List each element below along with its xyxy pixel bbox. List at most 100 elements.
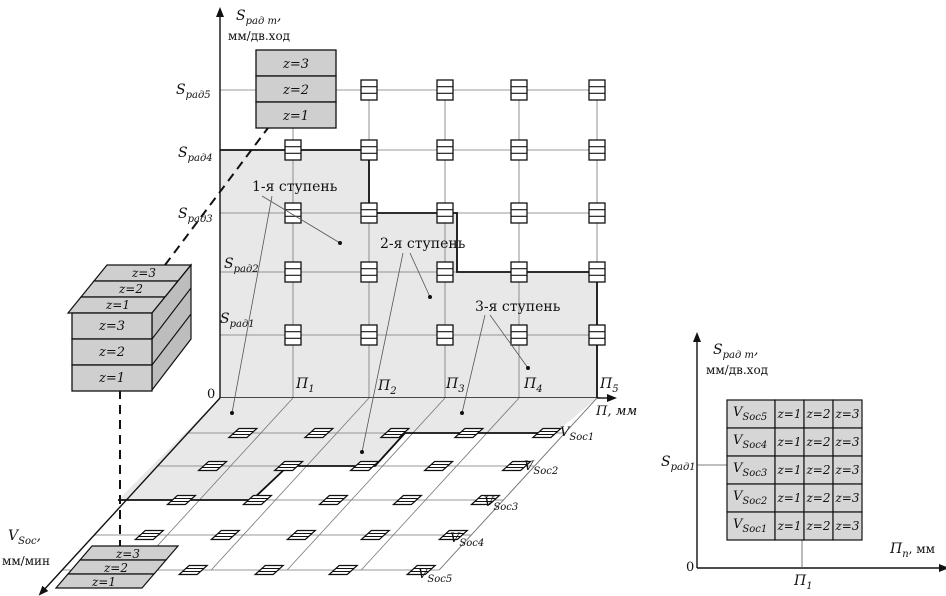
stack-left-cell: z=2 [98, 345, 125, 360]
inset-cell: z=2 [805, 435, 830, 449]
stage-boundary-floor [118, 432, 555, 501]
z-cell-icon [436, 79, 454, 101]
floor-cell-icon [359, 529, 391, 541]
floor-cell-icon [165, 494, 197, 506]
inset-cell: z=2 [805, 491, 830, 505]
floor-cell-icon [197, 460, 229, 472]
stack-bottom-cell: z=1 [91, 575, 116, 589]
inset-cell: z=2 [805, 519, 830, 533]
floor-cell-icon [241, 494, 273, 506]
floor-cell-icon [531, 427, 563, 439]
stack-left-cell: z=1 [105, 298, 130, 312]
stage-label-1: 1-я ступень [252, 179, 338, 195]
x-level-label: П5 [599, 376, 619, 395]
y-level-label: Sрад2 [224, 256, 259, 275]
z-cell-icon [588, 324, 606, 346]
floor-cell-icon [209, 529, 241, 541]
z-cell-icon [510, 79, 528, 101]
inset-cell: z=3 [834, 491, 859, 505]
stack-left-cell: z=2 [118, 282, 143, 296]
stack-top-cell: z=1 [282, 109, 309, 124]
z-cell-icon [510, 139, 528, 161]
z-cell-icon [436, 261, 454, 283]
z-cell-icon [588, 79, 606, 101]
leader-lines [230, 195, 530, 454]
floor-cell-icon [453, 427, 485, 439]
depth-level-label: VSoc3 [484, 495, 518, 513]
inset-row-label: VSoc4 [733, 433, 767, 451]
stack-left-cell: z=3 [98, 319, 125, 334]
z-cell-icon [588, 261, 606, 283]
stage-label-3: 3-я ступень [475, 299, 561, 315]
depth-level-label: VSoc2 [524, 459, 558, 477]
inset-row-label: VSoc1 [733, 517, 767, 535]
floor-cell-icon [303, 427, 335, 439]
y-level-label: Sрад4 [178, 145, 213, 164]
inset-x-tick: П1 [793, 573, 813, 592]
inset-origin: 0 [686, 560, 694, 575]
inset-cell: z=1 [776, 491, 801, 505]
x-level-label: П1 [295, 376, 315, 395]
floor-cell-icon [349, 460, 381, 472]
stack-left-3d: z=3z=2z=1z=3z=2z=1 [66, 263, 193, 392]
floor-cell-icon [327, 564, 359, 576]
y-axis-title: Sрад m, [236, 8, 281, 27]
z-cell-icon [436, 139, 454, 161]
inset-cell: z=1 [776, 435, 801, 449]
inset-row-label: VSoc5 [733, 405, 767, 423]
x-axis-title: П, мм [595, 404, 637, 419]
z-cell-icon [360, 139, 378, 161]
floor-cell-icon [437, 529, 469, 541]
inset-y-axis-title: Sрад m, [713, 342, 758, 361]
z-cell-icon [360, 79, 378, 101]
floor-region-shade [118, 398, 597, 500]
z-cell-icon [510, 261, 528, 283]
inset-cell: z=1 [776, 463, 801, 477]
z-cell-icon [284, 202, 302, 224]
floor-cell-icon [501, 460, 533, 472]
inset-row-label: VSoc3 [733, 461, 767, 479]
stack-top-cell: z=3 [282, 57, 309, 72]
floor-cell-icon [469, 494, 501, 506]
inset-diagram: Sрад m, мм/дв.ход Sрад1 0 П1 Пn, мм VSoc… [661, 332, 946, 592]
floor-cell-icon [405, 564, 437, 576]
inset-cell: z=1 [776, 519, 801, 533]
stack-bottom-cell: z=3 [115, 547, 140, 561]
inset-cell: z=2 [805, 407, 830, 421]
inset-x-axis-title: Пn, мм [889, 541, 935, 560]
inset-y-tick: Sрад1 [661, 454, 696, 473]
vertical-cell-icons [284, 79, 606, 346]
stack-top: z=3 z=2 z=1 [255, 49, 337, 129]
z-cell-icon [284, 261, 302, 283]
floor-cell-icon [133, 529, 165, 541]
x-level-label: П3 [445, 376, 465, 395]
inset-row-label: VSoc2 [733, 489, 767, 507]
stack-bottom-cell: z=2 [103, 561, 128, 575]
z-cell-icon [360, 261, 378, 283]
depth-level-label: VSoc4 [450, 531, 484, 549]
stage-label-2: 2-я ступень [380, 236, 466, 252]
inset-y-axis-unit: мм/дв.ход [706, 363, 768, 377]
depth-axis-title: VSoc, [8, 528, 41, 547]
inset-cell: z=3 [834, 463, 859, 477]
stack-top-cell: z=2 [282, 83, 309, 98]
floor-cell-icon [227, 427, 259, 439]
inset-cell: z=3 [834, 435, 859, 449]
z-cell-icon [360, 324, 378, 346]
z-cell-icon [360, 202, 378, 224]
stack-bottom: z=3 z=2 z=1 [54, 545, 180, 589]
x-level-label: П4 [523, 376, 543, 395]
floor-cell-icon [391, 494, 423, 506]
z-cell-icon [284, 324, 302, 346]
y-level-label: Sрад1 [220, 311, 255, 330]
inset-cell: z=1 [776, 407, 801, 421]
stack-left-cell: z=3 [131, 266, 156, 280]
z-cell-icon [436, 202, 454, 224]
floor-cell-icons [101, 427, 563, 576]
floor-cell-icon [379, 427, 411, 439]
x-level-label: П2 [377, 378, 397, 397]
inset-cell: z=2 [805, 463, 830, 477]
depth-level-label: VSoc5 [418, 567, 452, 585]
